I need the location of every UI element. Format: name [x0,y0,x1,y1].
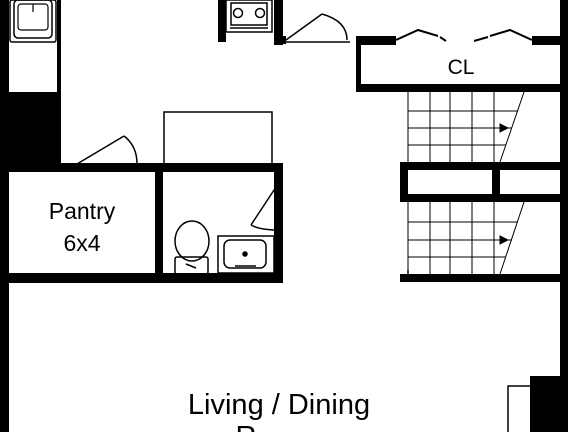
wall-pantry-bottom [0,273,283,283]
pantry-size: 6x4 [63,230,100,256]
niche-outline [507,385,530,432]
kitchen-counter [163,111,273,165]
wall-kitchen-right [274,0,283,45]
wall-stairs-mid-left [400,162,408,202]
sink-icon [17,3,49,31]
wall-pantry-right [155,163,163,281]
bathroom-sink-icon [217,235,275,274]
wall-pantry-top [0,163,283,172]
stove-icon [225,0,273,33]
wall-left-column [0,92,60,170]
bathtub-inner [13,0,53,39]
wall-stairs-mid-top [400,162,568,170]
wall-top-right [532,36,568,45]
living-dining-label-cont: R [236,421,257,432]
wall-closet-bottom [356,84,568,92]
wall-bottom-right-column [530,376,568,432]
wall-stairs-bottom [400,274,568,282]
wall-closet-left [356,36,361,92]
toilet-icon [174,220,210,275]
wall-top-joint [274,36,286,44]
stairs-icon [407,91,525,275]
door-swing-icon [74,13,350,232]
wall-stairs-mid-right [492,162,500,202]
wall-left-inner [57,0,61,168]
pantry-label: Pantry [49,198,116,224]
living-dining-label: Living / Dining [188,389,370,421]
wall-left-outer [0,0,9,432]
wall-top-mid [356,36,396,45]
wall-kitchen-left [218,0,226,42]
bathtub [9,0,57,43]
wall-right-outer [560,0,568,432]
closet-label: CL [448,56,475,79]
wall-stairs-mid-bottom [400,194,568,202]
bifold-door-icon [395,28,533,42]
